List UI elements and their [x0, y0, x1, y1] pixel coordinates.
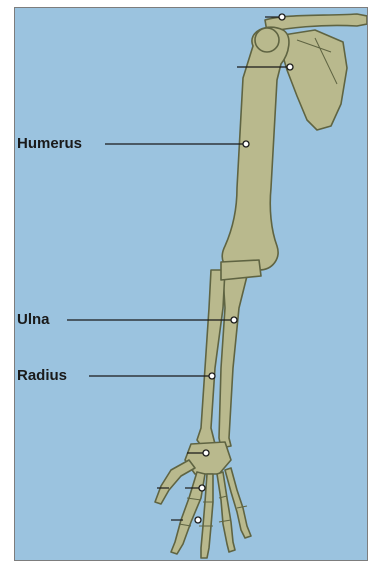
pointer-dot-icon — [195, 517, 201, 523]
pointer-dot-icon — [287, 64, 293, 70]
diagram-frame: Humerus Ulna Radius — [14, 7, 368, 561]
label-radius: Radius — [17, 368, 67, 383]
finger-index — [171, 472, 205, 554]
pointer-dot-icon — [231, 317, 237, 323]
humerus — [222, 27, 289, 270]
pointer-dot-icon — [243, 141, 249, 147]
arm-skeleton-illustration — [15, 8, 368, 561]
pointer-dot-icon — [203, 450, 209, 456]
label-humerus: Humerus — [17, 136, 82, 151]
pointer-dot-icon — [199, 485, 205, 491]
pointer-dot-icon — [209, 373, 215, 379]
pointer-dot-icon — [279, 14, 285, 20]
label-ulna: Ulna — [17, 312, 50, 327]
